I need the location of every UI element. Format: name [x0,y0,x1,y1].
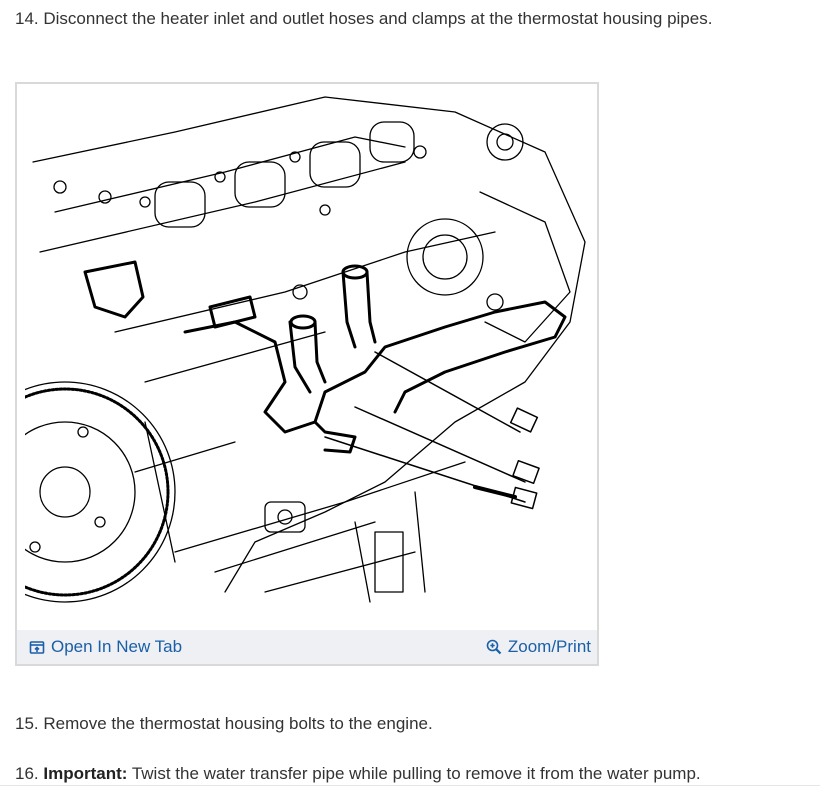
step-16-number: 16. [15,764,44,783]
zoom-in-icon [486,639,502,655]
important-label: Important: [43,764,128,783]
zoom-print-label: Zoom/Print [507,637,591,656]
step-16-instruction: 16. Important: Twist the water transfer … [15,763,701,785]
figure-toolbar: Open In New Tab Zoom/Print [17,630,597,664]
step-15-instruction: 15. Remove the thermostat housing bolts … [15,713,433,735]
step-14-instruction: 14. Disconnect the heater inlet and outl… [15,8,712,30]
divider [0,785,820,786]
thermostat-housing-drawing [83,260,567,454]
step-15-text: 15. Remove the thermostat housing bolts … [15,714,433,733]
open-in-new-tab-label: Open In New Tab [51,637,183,656]
step-16-text: Twist the water transfer pipe while pull… [127,764,701,783]
open-in-new-tab-button[interactable]: Open In New Tab [29,635,182,659]
zoom-print-button[interactable]: Zoom/Print [486,635,591,659]
thermostat-housing-diagram[interactable] [25,92,591,612]
open-new-tab-icon [29,641,45,654]
water-pump-drawing [406,123,571,343]
flywheel-drawing [25,381,176,603]
engine-block-drawing [32,96,586,603]
intake-ports-drawing [53,121,415,300]
engine-diagram-figure: Open In New Tab Zoom/Print [15,82,599,666]
step-14-text: 14. Disconnect the heater inlet and outl… [15,9,713,28]
housing-bolts-drawing [324,351,540,510]
